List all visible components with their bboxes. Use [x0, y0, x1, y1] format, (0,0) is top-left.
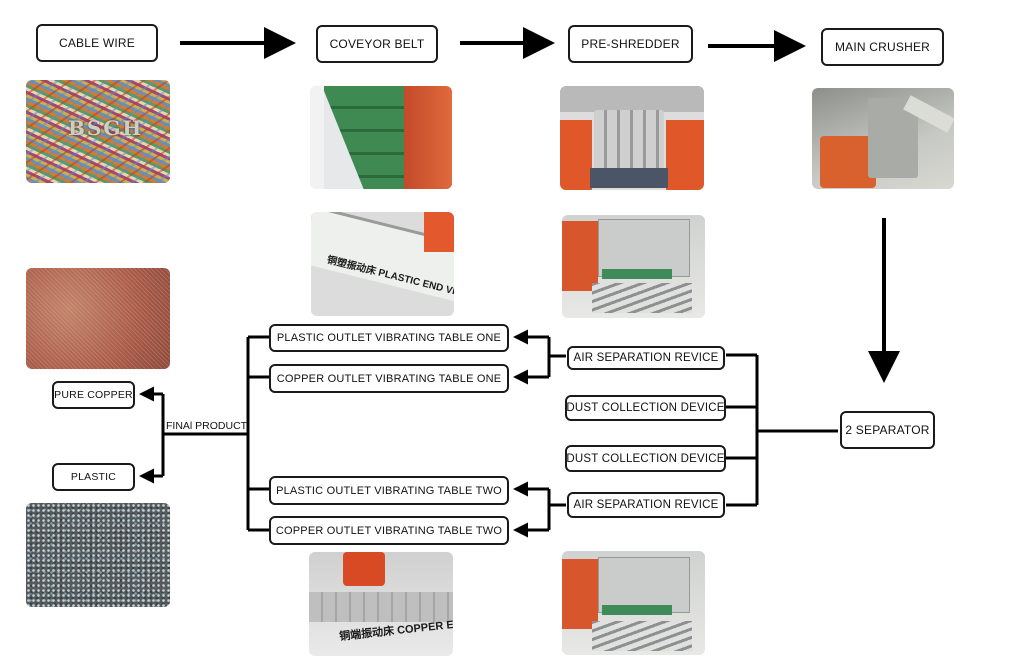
conveyor-belt-box: COVEYOR BELT — [316, 25, 438, 63]
plastic-table-one-photo: 铜塑振动床 PLASTIC END VIBRATING — [311, 212, 454, 316]
pure-copper-box: PURE COPPER — [52, 381, 135, 409]
dust-collection-device-2: DUST COLLECTION DEVICE — [565, 445, 726, 472]
air-separation-device-2: AIR SEPARATION REVICE — [567, 492, 725, 518]
cable-wire-box: CABLE WIRE — [36, 24, 158, 62]
plastic-granules-photo — [26, 503, 170, 607]
separator-box: 2 SEPARATOR — [840, 411, 935, 449]
copper-outlet-table-two: COPPER OUTLET VIBRATING TABLE TWO — [269, 516, 509, 545]
pre-shredder-photo — [560, 86, 704, 190]
final-product-label: FINAl PRODUCT — [166, 420, 248, 432]
main-crusher-photo — [812, 88, 954, 189]
dust-collection-device-1: DUST COLLECTION DEVICE — [565, 395, 726, 421]
conveyor-belt-photo — [310, 86, 452, 189]
brand-watermark: BSGH — [68, 116, 144, 140]
copper-outlet-table-one: COPPER OUTLET VIBRATING TABLE ONE — [269, 364, 509, 393]
air-separator-photo-2 — [562, 551, 705, 655]
plastic-outlet-table-one: PLASTIC OUTLET VIBRATING TABLE ONE — [269, 324, 509, 352]
main-crusher-box: MAIN CRUSHER — [821, 28, 944, 66]
plastic-outlet-table-two: PLASTIC OUTLET VIBRATING TABLE TWO — [269, 476, 509, 505]
air-separator-photo-1 — [562, 215, 705, 318]
air-separation-device-1: AIR SEPARATION REVICE — [567, 346, 725, 370]
copper-table-two-photo: 铜端振动床 COPPER E — [309, 552, 453, 656]
copper-flakes-photo — [26, 268, 170, 369]
plastic-box: PLASTIC — [52, 463, 135, 491]
pre-shredder-box: PRE-SHREDDER — [568, 25, 693, 63]
cable-wire-photo: BSGH — [26, 80, 170, 183]
